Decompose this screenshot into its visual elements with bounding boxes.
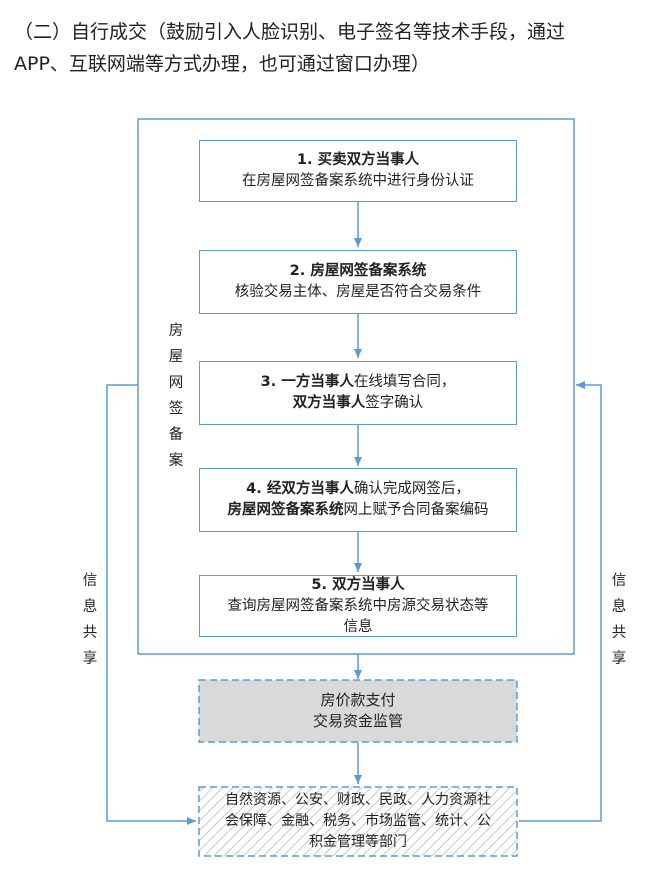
step-5-box: 5. 双方当事人 查询房屋网签备案系统中房源交易状态等 信息 xyxy=(199,575,517,637)
system-frame xyxy=(137,118,575,655)
share-label-char: 享 xyxy=(82,651,98,667)
heading-line-1: （二）自行成交（鼓励引入人脸识别、电子签名等技术手段，通过 xyxy=(14,21,566,43)
share-label-char: 信 xyxy=(82,573,98,589)
step-5-line-3: 信息 xyxy=(343,618,373,635)
step-5-line-1: 5. 双方当事人 xyxy=(311,576,405,593)
step-3-line-2: 双方当事人签字确认 xyxy=(292,395,424,411)
system-label-char: 房 xyxy=(168,323,184,339)
step-1-line-2: 在房屋网签备案系统中进行身份认证 xyxy=(242,173,474,189)
step-5-line-2: 查询房屋网签备案系统中房源交易状态等 xyxy=(227,597,489,614)
system-vertical-label: 房 屋 网 签 备 案 xyxy=(166,318,186,474)
step-4-line-2: 房屋网签备案系统网上赋予合同备案编码 xyxy=(227,502,489,518)
step-1-line-1: 1. 买卖双方当事人 xyxy=(296,152,420,168)
share-label-char: 共 xyxy=(611,625,627,641)
step-4-box: 4. 经双方当事人确认完成网签后， 房屋网签备案系统网上赋予合同备案编码 xyxy=(199,468,517,532)
share-label-char: 信 xyxy=(611,573,627,589)
agencies-line-2: 会保障、金融、税务、市场监管、统计、公 xyxy=(225,813,491,829)
share-label-char: 息 xyxy=(611,599,627,615)
step-2-line-1: 2. 房屋网签备案系统 xyxy=(289,263,427,279)
share-label-char: 享 xyxy=(611,651,627,667)
step-3-line-1: 3. 一方当事人在线填写合同， xyxy=(260,374,456,390)
system-label-char: 签 xyxy=(168,401,184,417)
step-2-box: 2. 房屋网签备案系统 核验交易主体、房屋是否符合交易条件 xyxy=(199,250,517,314)
info-share-label-left: 信 息 共 享 xyxy=(80,568,100,672)
step-3-box: 3. 一方当事人在线填写合同， 双方当事人签字确认 xyxy=(199,361,517,425)
payment-box-shape xyxy=(198,679,518,743)
left-share-connector xyxy=(106,384,196,825)
system-label-char: 备 xyxy=(168,427,184,443)
right-share-connector xyxy=(519,381,602,822)
system-label-char: 屋 xyxy=(168,349,184,365)
step-2-line-2: 核验交易主体、房屋是否符合交易条件 xyxy=(234,284,482,300)
share-label-char: 共 xyxy=(82,625,98,641)
agencies-box: 自然资源、公安、财政、民政、人力资源社 会保障、金融、税务、市场监管、统计、公 … xyxy=(199,787,517,856)
agencies-line-3: 积金管理等部门 xyxy=(309,834,407,850)
step-4-line-1: 4. 经双方当事人确认完成网签后， xyxy=(246,481,470,497)
system-label-char: 网 xyxy=(168,375,184,391)
payment-line-1: 房价款支付 xyxy=(320,691,396,709)
payment-box: 房价款支付 交易资金监管 xyxy=(199,680,517,742)
agencies-box-shape xyxy=(198,786,518,857)
info-share-label-right: 信 息 共 享 xyxy=(609,568,629,672)
heading-line-2: APP、互联网端等方式办理，也可通过窗口办理） xyxy=(14,53,430,75)
system-label-char: 案 xyxy=(168,453,184,469)
step-1-box: 1. 买卖双方当事人 在房屋网签备案系统中进行身份认证 xyxy=(199,140,517,202)
payment-line-2: 交易资金监管 xyxy=(312,712,403,730)
agencies-line-1: 自然资源、公安、财政、民政、人力资源社 xyxy=(225,792,491,808)
share-label-char: 息 xyxy=(82,599,98,615)
